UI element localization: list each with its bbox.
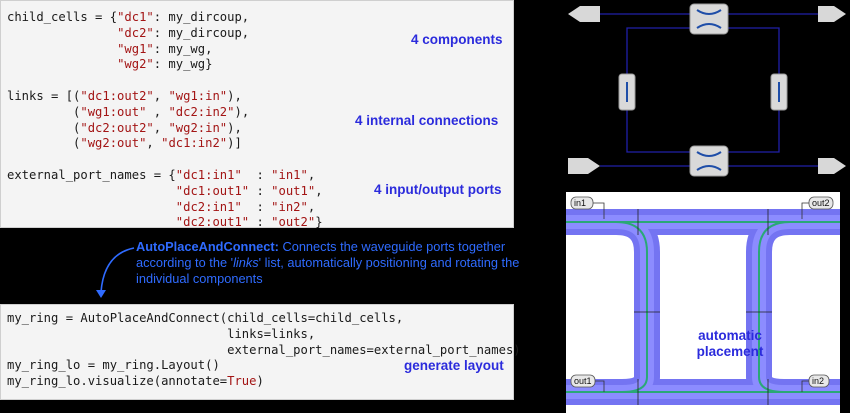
code-top-line: "dc2:out1" : "out2"}	[175, 215, 323, 230]
svg-text:in2: in2	[812, 376, 824, 386]
code-definitions: child_cells = {"dc1": my_dircoup, "dc2":…	[7, 10, 323, 231]
svg-text:in1: in1	[574, 198, 586, 208]
code-panel-definitions: child_cells = {"dc1": my_dircoup, "dc2":…	[0, 0, 514, 231]
code-panel-layout: my_ring = AutoPlaceAndConnect(child_cell…	[0, 304, 521, 400]
code-top-line: "dc2": my_dircoup,	[117, 25, 250, 40]
arrow-head	[96, 290, 106, 298]
code-top-line: "dc1:out1" : "out1",	[175, 183, 323, 198]
port-arrow-top-left	[568, 6, 600, 22]
note-internal-connections: 4 internal connections	[355, 113, 499, 128]
description-part: Connects the waveguide ports together ac…	[136, 239, 506, 270]
port-arrow-bottom-left	[568, 158, 600, 174]
code-top-line: "wg1": my_wg,	[117, 41, 213, 56]
port-label-in2: in2	[801, 374, 830, 392]
port-arrow-bottom-right	[818, 158, 846, 174]
coupler-dc1	[689, 3, 729, 35]
code-top-line: "wg2": my_wg}	[117, 57, 213, 72]
port-arrow-top-right	[818, 6, 846, 22]
code-top-line: ("wg1:out" , "dc2:in2"),	[7, 104, 250, 119]
curved-arrow	[100, 247, 135, 293]
code-bottom-line: external_port_names=external_port_names)	[7, 342, 521, 357]
code-top-line: "dc2:in1" : "in2",	[175, 199, 316, 214]
svg-text:out2: out2	[812, 198, 830, 208]
description-function-name: AutoPlaceAndConnect:	[136, 239, 279, 254]
automatic-placement-label: automatic placement	[690, 328, 770, 360]
code-top-line: ("wg2:out", "dc1:in2")]	[7, 136, 242, 151]
port-label-in1: in1	[570, 196, 605, 219]
placement-line2: placement	[696, 344, 764, 359]
code-bottom-line: my_ring = AutoPlaceAndConnect(child_cell…	[7, 311, 404, 325]
placement-line1: automatic	[698, 328, 762, 343]
description-text: AutoPlaceAndConnect: Connects the wavegu…	[136, 239, 536, 287]
note-io-ports: 4 input/output ports	[374, 182, 502, 197]
description-italic: links	[233, 255, 259, 270]
code-top-line: external_port_names = {"dc1:in1" : "in1"…	[7, 167, 316, 182]
code-bottom-line: links=links,	[7, 326, 316, 341]
svg-text:out1: out1	[574, 376, 592, 386]
code-top-line: links = [("dc1:out2", "wg1:in"),	[7, 88, 242, 103]
note-generate-layout: generate layout	[404, 358, 504, 373]
code-bottom-line: my_ring_lo = my_ring.Layout()	[7, 358, 220, 373]
description-tail: ' list, automatically positioning and ro…	[136, 255, 520, 286]
layout-view: in1 out2 out1 in2	[566, 192, 840, 413]
note-components: 4 components	[411, 32, 503, 47]
schematic	[568, 3, 846, 177]
code-layout: my_ring = AutoPlaceAndConnect(child_cell…	[7, 311, 521, 390]
port-label-out1: out1	[570, 374, 605, 392]
code-bottom-line: my_ring_lo.visualize(annotate=True)	[7, 374, 264, 389]
code-top-line: ("dc2:out2", "wg2:in"),	[7, 120, 242, 135]
port-label-out2: out2	[801, 196, 834, 219]
code-top-line: child_cells = {"dc1": my_dircoup,	[7, 10, 250, 24]
coupler-dc2	[689, 145, 729, 177]
